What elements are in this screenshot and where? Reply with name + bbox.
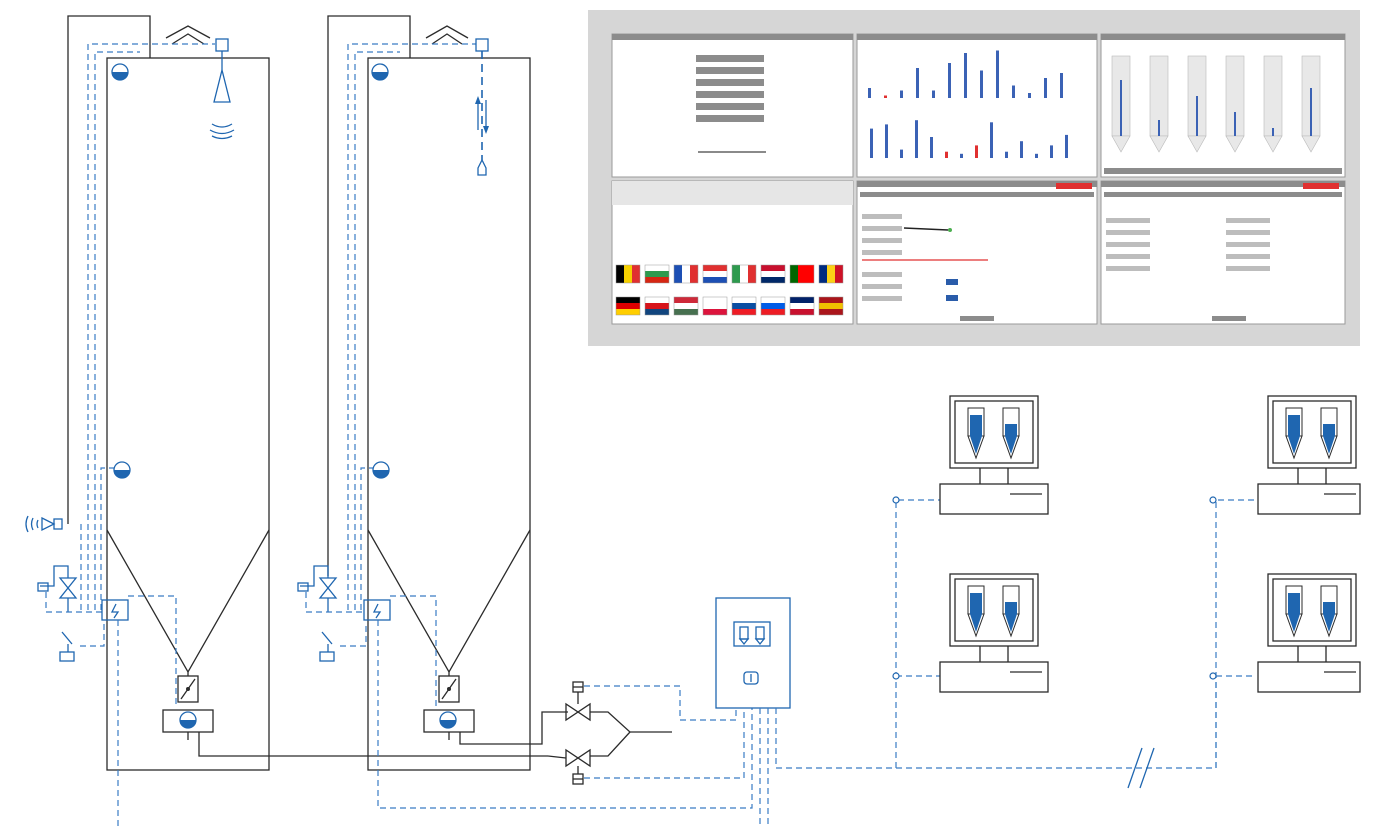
fill-valve-icon	[37, 565, 78, 599]
flag-grid	[615, 264, 844, 316]
mini-bar	[945, 151, 948, 158]
flag-de-icon[interactable]	[615, 296, 641, 316]
mini-bar	[1044, 78, 1047, 98]
flag-sk-icon[interactable]	[731, 296, 757, 316]
radar-probe-icon	[475, 38, 489, 176]
bar-chart-top	[868, 50, 1063, 98]
mini-bar	[960, 153, 963, 158]
mini-bar	[996, 50, 999, 98]
mini-bar	[884, 95, 887, 98]
workstation-2	[939, 573, 1049, 693]
ws-silo-a-icon	[1285, 585, 1303, 638]
silo-1	[25, 15, 548, 826]
flag-hr-icon[interactable]	[702, 264, 728, 284]
mini-bar	[975, 145, 978, 158]
ws-silo-a-icon	[1285, 407, 1303, 460]
flag-it-icon[interactable]	[731, 264, 757, 284]
flag-es-icon[interactable]	[818, 296, 844, 316]
junction-box-1	[101, 599, 129, 621]
flag-si-icon[interactable]	[760, 296, 786, 316]
flag-hu-icon[interactable]	[673, 296, 699, 316]
silo-overview-silos	[1111, 55, 1321, 153]
control-unit	[715, 597, 1217, 826]
mini-silo-level	[1158, 120, 1160, 136]
mini-bar	[1012, 85, 1015, 98]
ws-silo-b-icon	[1320, 407, 1338, 460]
mini-bar	[1005, 151, 1008, 158]
flag-fr-icon[interactable]	[673, 264, 699, 284]
mini-bar	[948, 63, 951, 98]
mini-silo-level	[1196, 96, 1198, 136]
flag-cz-icon[interactable]	[644, 296, 670, 316]
mini-silo-level	[1120, 80, 1122, 136]
mini-bar	[900, 149, 903, 158]
ultrasonic-sensor-icon	[209, 38, 235, 140]
fill-valve-2-icon	[297, 565, 338, 599]
language-select-screen	[611, 180, 854, 325]
ws-silo-a-icon	[967, 407, 985, 460]
mini-bar	[964, 53, 967, 98]
settings-screen-a	[856, 180, 1098, 325]
ws-silo-a-icon	[967, 585, 985, 638]
ws-silo-b-icon	[1002, 407, 1020, 460]
mini-bar	[1050, 145, 1053, 158]
workstation-3	[1257, 395, 1361, 515]
discharge-level-switch-2-icon	[439, 711, 457, 729]
flag-be-icon[interactable]	[615, 264, 641, 284]
flag-bg-icon[interactable]	[644, 264, 670, 284]
network-lines	[892, 496, 1256, 768]
level-switch-top-2-icon	[371, 63, 389, 81]
flag-ro-icon[interactable]	[818, 264, 844, 284]
mini-bar	[885, 124, 888, 158]
power-icon	[743, 671, 759, 685]
horn-icon	[25, 515, 63, 533]
mini-bar	[1065, 134, 1068, 158]
mini-bar	[990, 122, 993, 158]
mini-silo-level	[1234, 112, 1236, 136]
ws-silo-b-icon	[1002, 585, 1020, 638]
menu-screen	[611, 33, 854, 178]
mini-bar	[916, 68, 919, 98]
actuator-top-icon	[572, 681, 584, 704]
level-switch-mid-icon	[113, 461, 131, 479]
settings-screen-b	[1100, 180, 1346, 325]
mini-bar	[1028, 93, 1031, 98]
mini-bar	[932, 90, 935, 98]
flag-no-icon[interactable]	[760, 264, 786, 284]
mini-bar	[1020, 141, 1023, 158]
mini-bar	[1035, 153, 1038, 158]
mini-silo-level	[1310, 88, 1312, 136]
bar-chart-screen	[856, 33, 1098, 178]
mini-bar	[915, 120, 918, 158]
workstation-4	[1257, 573, 1361, 693]
flag-pl-icon[interactable]	[702, 296, 728, 316]
silo-2	[297, 15, 753, 809]
mini-bar	[868, 88, 871, 98]
junction-box-2	[363, 599, 391, 621]
pressure-switch-icon	[59, 631, 75, 662]
flag-gb-icon[interactable]	[789, 296, 815, 316]
actuator-bottom-icon	[572, 766, 584, 785]
level-switch-mid-2-icon	[372, 461, 390, 479]
mini-bar	[900, 90, 903, 98]
mini-bar	[980, 70, 983, 98]
screens-panel	[588, 10, 1360, 346]
discharge-level-switch-icon	[179, 711, 197, 729]
mini-bar	[870, 128, 873, 158]
silo-overview-screen	[1100, 33, 1346, 178]
mini-silo-level	[1272, 128, 1274, 136]
mini-bar	[930, 137, 933, 158]
bar-chart-bottom	[870, 120, 1068, 158]
diverter-valves	[547, 681, 745, 785]
pressure-switch-2-icon	[319, 631, 335, 662]
level-switch-top-icon	[111, 63, 129, 81]
mini-bar	[1060, 73, 1063, 98]
network-break-icon	[1127, 747, 1155, 789]
ws-silo-b-icon	[1320, 585, 1338, 638]
workstation-1	[939, 395, 1049, 515]
mini-silo-icon	[738, 626, 766, 646]
flag-pt-icon[interactable]	[789, 264, 815, 284]
mini-silo	[1263, 55, 1283, 137]
